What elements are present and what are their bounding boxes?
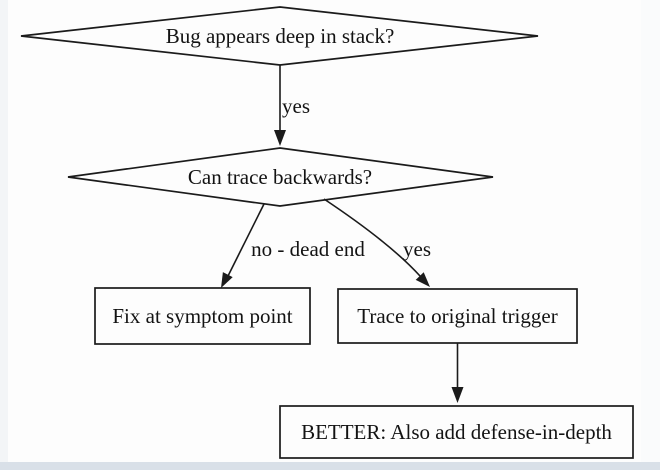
node-box-fix-symptom bbox=[94, 287, 311, 345]
node-label-better-defense: BETTER: Also add defense-in-depth bbox=[301, 420, 612, 444]
node-label-trace-trigger: Trace to original trigger bbox=[357, 304, 557, 328]
decision-label-bug-deep: Bug appears deep in stack? bbox=[166, 24, 395, 48]
edge-label-yes-top: yes bbox=[282, 94, 310, 118]
edge-label-no-dead-end: no - dead end bbox=[251, 237, 365, 261]
flowchart-shapes bbox=[20, 6, 634, 459]
page-edge-bottom bbox=[0, 462, 660, 470]
node-box-trace-trigger bbox=[337, 288, 578, 344]
arrowhead-down-right-icon bbox=[415, 272, 430, 287]
arrowhead-down-icon bbox=[451, 387, 464, 403]
edge-q2-fix-line bbox=[227, 203, 265, 277]
edge-q2-trace-line bbox=[323, 198, 421, 277]
node-label-fix-symptom: Fix at symptom point bbox=[112, 304, 292, 328]
arrowhead-down-left-icon bbox=[221, 272, 233, 288]
page-edge-left bbox=[0, 0, 8, 462]
decision-label-can-trace: Can trace backwards? bbox=[188, 165, 372, 189]
arrowhead-down-icon bbox=[274, 130, 286, 146]
node-box-better-defense bbox=[279, 405, 634, 459]
decision-diamond-can-trace bbox=[67, 147, 494, 207]
page-edge-right bbox=[641, 0, 660, 462]
edge-label-yes-right: yes bbox=[403, 237, 431, 261]
